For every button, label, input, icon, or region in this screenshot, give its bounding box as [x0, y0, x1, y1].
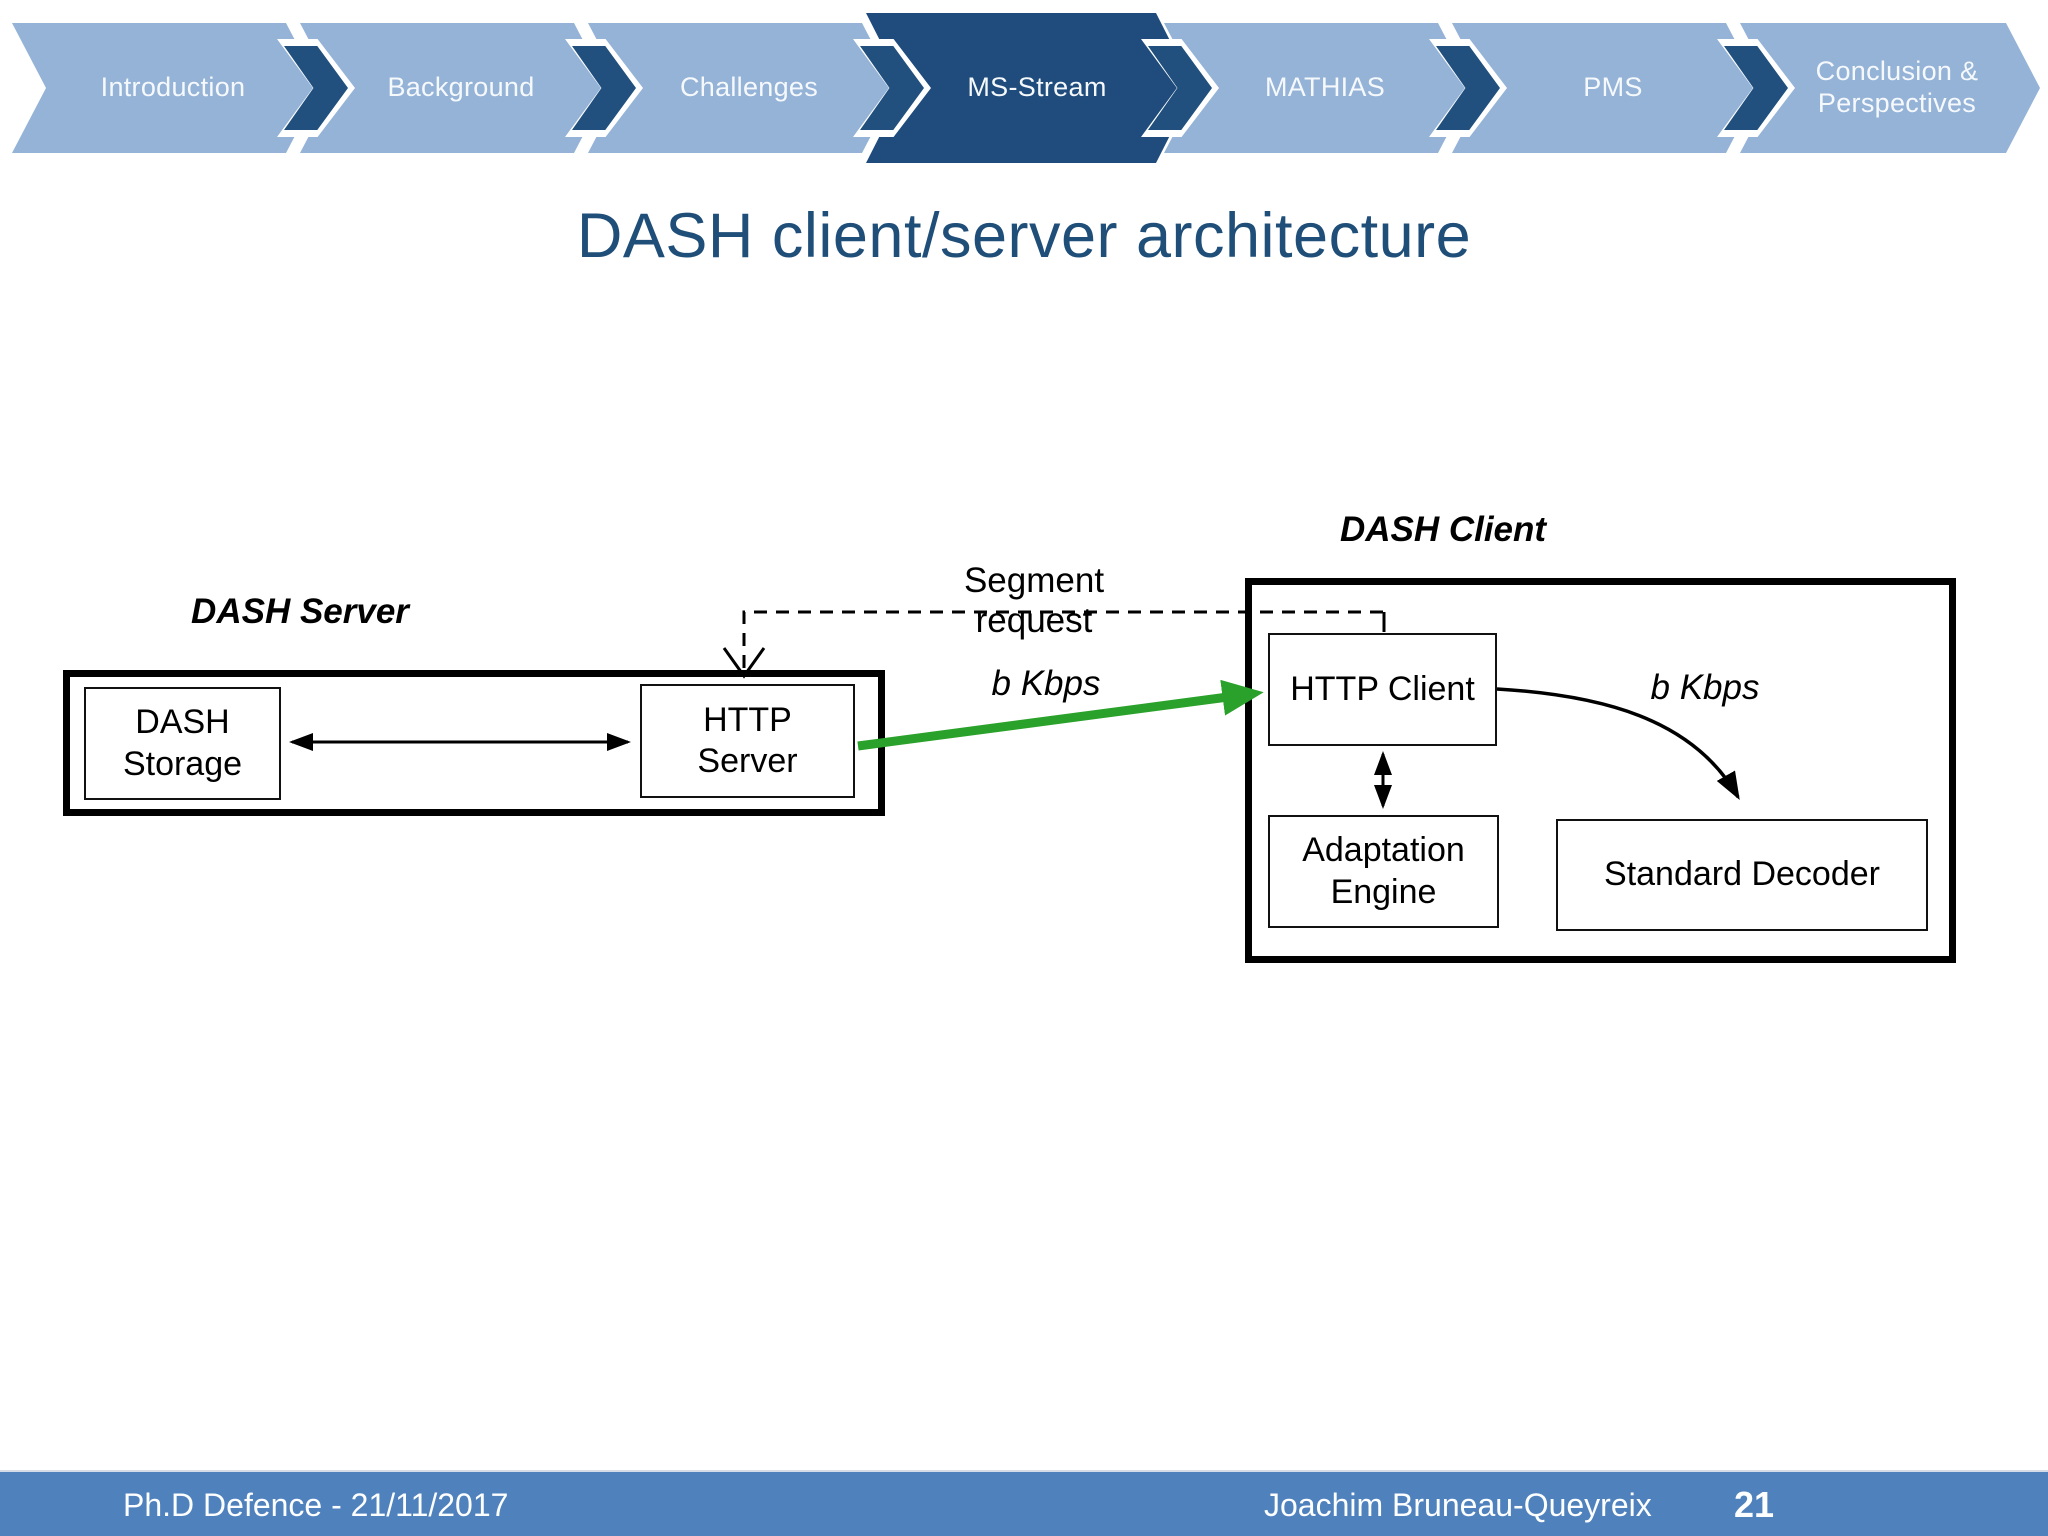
footer-author: Joachim Bruneau-Queyreix — [1264, 1486, 1652, 1523]
node-dash-storage: DASH Storage — [84, 687, 281, 800]
node-adaptation-engine: Adaptation Engine — [1268, 815, 1499, 928]
nav-item-introduction[interactable]: Introduction — [12, 23, 320, 153]
bitrate-label-left: b Kbps — [991, 664, 1101, 703]
footer-event-date: Ph.D Defence - 21/11/2017 — [123, 1486, 509, 1523]
nav-item-label: Background — [387, 72, 535, 103]
nav-item-label: Introduction — [100, 72, 246, 103]
nav-item-label: MATHIAS — [1264, 72, 1386, 103]
section-nav: Introduction Background Challenges MS-St… — [0, 0, 2048, 180]
nav-item-label: Conclusion & Perspectives — [1815, 56, 1979, 118]
nav-item-label: PMS — [1583, 72, 1643, 103]
node-http-server: HTTP Server — [640, 684, 855, 798]
nav-item-challenges[interactable]: Challenges — [588, 23, 896, 153]
segment-request-label: Segment request — [963, 561, 1105, 640]
nav-item-ms-stream[interactable]: MS-Stream — [866, 13, 1194, 163]
green-bitrate-arrow — [857, 679, 1264, 751]
dash-client-group-label: DASH Client — [1339, 510, 1547, 549]
nav-item-label: Challenges — [679, 72, 819, 103]
dash-server-group-label: DASH Server — [191, 592, 409, 631]
footer-page-number: 21 — [1734, 1484, 1775, 1525]
nav-item-label: MS-Stream — [967, 72, 1107, 103]
footer-bar: Ph.D Defence - 21/11/2017 Joachim Brunea… — [0, 1470, 2048, 1536]
dash-client-group-box — [1245, 578, 1956, 963]
node-standard-decoder: Standard Decoder — [1556, 819, 1928, 931]
page-title: DASH client/server architecture — [576, 201, 1472, 271]
node-http-client: HTTP Client — [1268, 633, 1497, 746]
bitrate-label-right: b Kbps — [1650, 668, 1760, 707]
